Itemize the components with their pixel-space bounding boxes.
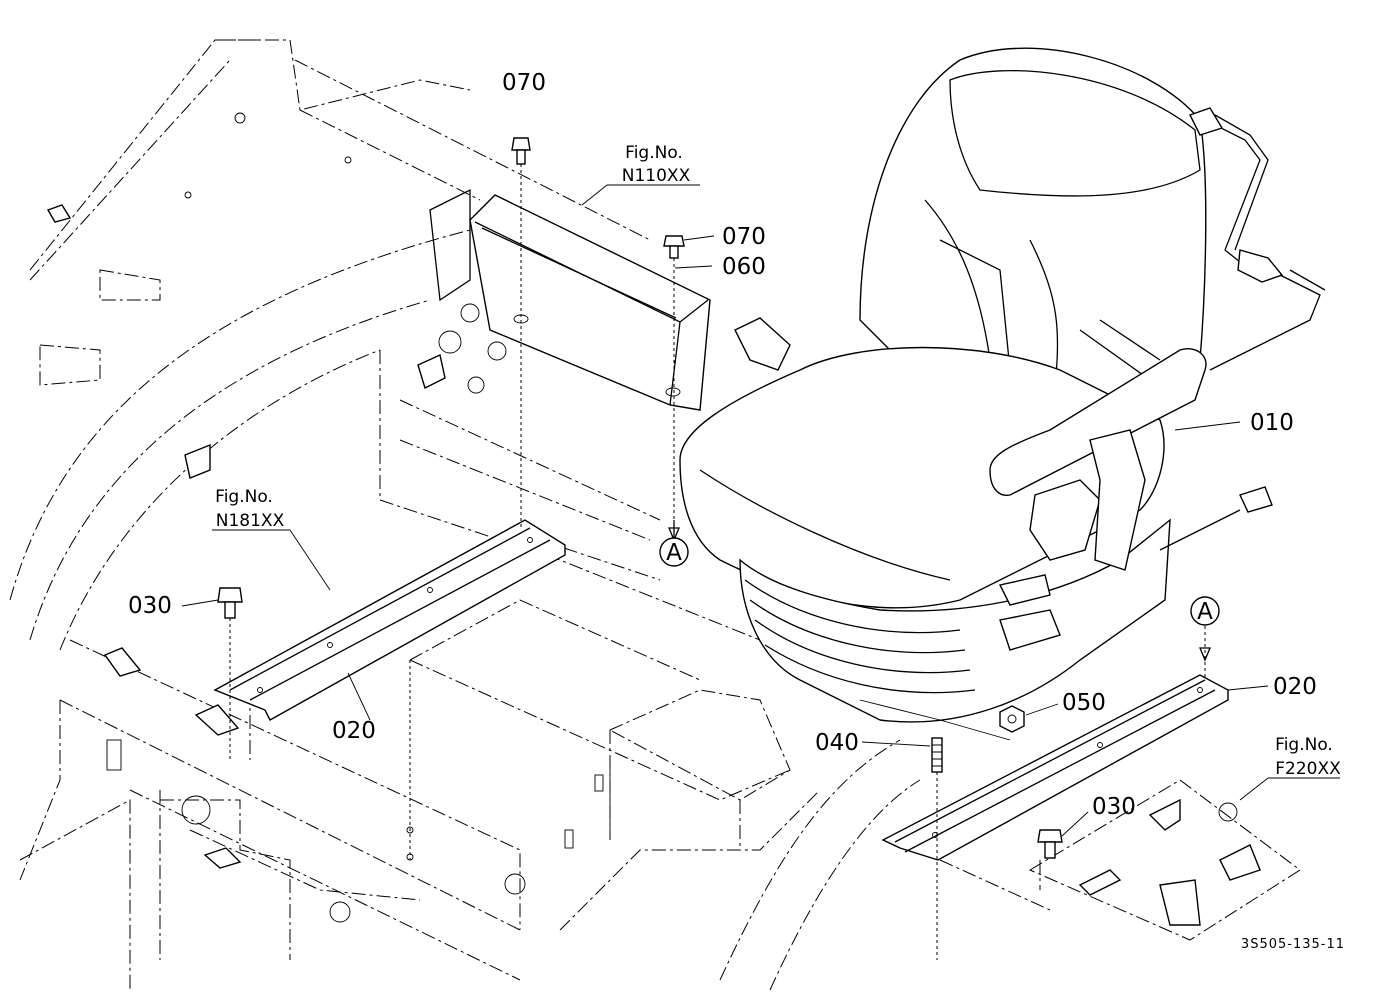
callout-050: 050 [1062,690,1106,716]
callout-010: 010 [1250,410,1294,436]
callout-060: 060 [722,254,766,280]
stud-040 [931,737,943,773]
fig-ref-n110-value: N110XX [622,166,691,186]
callout-070-top: 070 [502,70,546,96]
drawing-code: 3S505-135-11 [1241,937,1345,952]
bolt-030-right [1037,829,1063,859]
bolt-030-left [217,587,243,619]
callout-020-right: 020 [1273,674,1317,700]
storage-box [429,188,711,411]
fig-ref-n110-label: Fig.No. [625,143,683,163]
fig-ref-f220-value: F220XX [1275,759,1341,779]
floor-brackets [46,204,1261,926]
nut-050 [999,705,1025,733]
ref-mark-a-upper: A [666,540,682,566]
cab-frame-outline [9,39,1301,991]
ref-circle-a-lower: A [1190,596,1220,626]
ref-circle-a-upper: A [659,537,689,567]
operator-seat [679,47,1207,741]
right-seat-rail [881,674,1229,861]
fig-ref-n181-label: Fig.No. [215,487,273,507]
callout-040: 040 [815,730,859,756]
fig-ref-n181-value: N181XX [216,511,285,531]
callout-030-left: 030 [128,593,172,619]
assembly-lines [229,164,1211,960]
left-seat-rail [213,519,566,721]
ref-mark-a-lower: A [1197,599,1213,625]
bolt-070-top [511,137,531,165]
leader-lines [181,184,1340,837]
fig-ref-f220-label: Fig.No. [1275,735,1333,755]
callout-020-left: 020 [332,718,376,744]
callout-030-right: 030 [1092,794,1136,820]
bolt-070-right [663,235,685,259]
seat-harness [1159,107,1326,551]
callout-070-right: 070 [722,224,766,250]
